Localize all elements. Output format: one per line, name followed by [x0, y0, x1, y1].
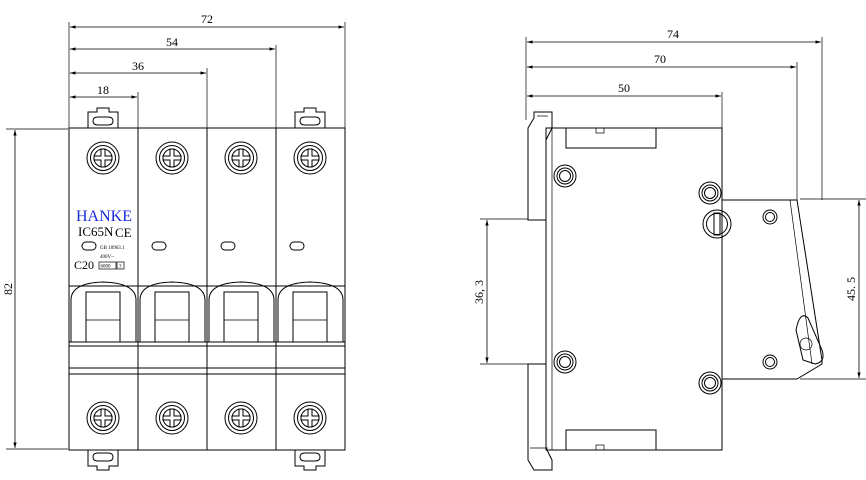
bottom-terminal-cover	[565, 429, 657, 450]
din-clip-top-left	[87, 107, 119, 129]
voltage-label: 400V~	[100, 255, 114, 260]
terminal-screw-top-3	[224, 141, 258, 175]
dim-label-50: 50	[618, 81, 630, 95]
brand-label: HANKE	[76, 208, 132, 225]
dim-label-70: 70	[654, 52, 666, 66]
model-label: IC65N	[78, 224, 114, 239]
dim-rail-36-3: 36, 3	[472, 218, 528, 365]
dim-depth-70: 70	[527, 52, 798, 200]
terminal-screw-top-2	[155, 141, 189, 175]
rating-label: C20	[74, 258, 94, 272]
dim-label-82: 82	[1, 283, 15, 295]
dim-width-54: 54	[70, 35, 277, 128]
toggle-handle-2	[139, 281, 206, 342]
din-clip-top-right	[294, 107, 326, 129]
side-rivet-5	[762, 209, 778, 225]
din-clip-bottom-right	[294, 449, 326, 471]
dim-width-72: 72	[68, 12, 346, 128]
dim-height-45-5: 45. 5	[800, 198, 866, 380]
front-view: 72 54 36 18 82	[1, 12, 346, 471]
dim-depth-50: 50	[527, 81, 723, 128]
dim-label-74: 74	[667, 27, 679, 41]
toggle-handle-4	[277, 281, 344, 342]
side-rivet-6	[762, 354, 778, 370]
indicator-window-1	[81, 241, 97, 251]
front-step	[722, 199, 823, 380]
ce-mark: CE	[115, 225, 132, 240]
side-rivet-1	[553, 164, 577, 188]
breaking-capacity-label: 6000	[101, 265, 112, 270]
class-label: 3	[119, 265, 122, 270]
terminal-screw-top-1	[86, 141, 120, 175]
dim-depth-74: 74	[525, 27, 823, 200]
toggle-handle-1	[70, 281, 137, 342]
indicator-window-2	[151, 241, 167, 251]
side-rivet-4	[698, 371, 722, 395]
dim-label-45-5: 45. 5	[844, 277, 858, 301]
terminal-screw-top-4	[293, 141, 327, 175]
dim-width-36: 36	[70, 59, 208, 128]
dim-height-82: 82	[1, 128, 68, 450]
din-clip-bottom-left	[87, 449, 119, 471]
dim-label-72: 72	[201, 12, 213, 26]
side-view: 74 70 50 36, 3 45. 5	[472, 27, 866, 471]
top-terminal-cover	[565, 128, 657, 149]
standard-label: GB 10963.1	[100, 246, 125, 251]
dim-label-54: 54	[166, 35, 178, 49]
toggle-handle-3	[208, 281, 275, 342]
indicator-window-3	[220, 241, 236, 251]
terminal-screw-bottom-4	[293, 401, 327, 435]
side-rivet-3	[698, 181, 722, 205]
class-box	[116, 261, 125, 270]
terminal-screw-bottom-3	[224, 401, 258, 435]
terminal-screw-bottom-2	[155, 401, 189, 435]
adjustment-screw	[702, 209, 732, 239]
dim-label-18: 18	[97, 83, 109, 97]
side-rivet-2	[553, 350, 577, 374]
dim-width-18: 18	[70, 83, 139, 128]
dim-label-36: 36	[132, 59, 144, 73]
dim-label-36-3: 36, 3	[472, 280, 486, 304]
din-rail-clip	[527, 111, 553, 471]
indicator-window-4	[289, 241, 305, 251]
breaking-capacity-box	[98, 261, 117, 270]
terminal-screw-bottom-1	[86, 401, 120, 435]
side-body	[545, 127, 723, 451]
handle-lever-side	[795, 315, 824, 365]
